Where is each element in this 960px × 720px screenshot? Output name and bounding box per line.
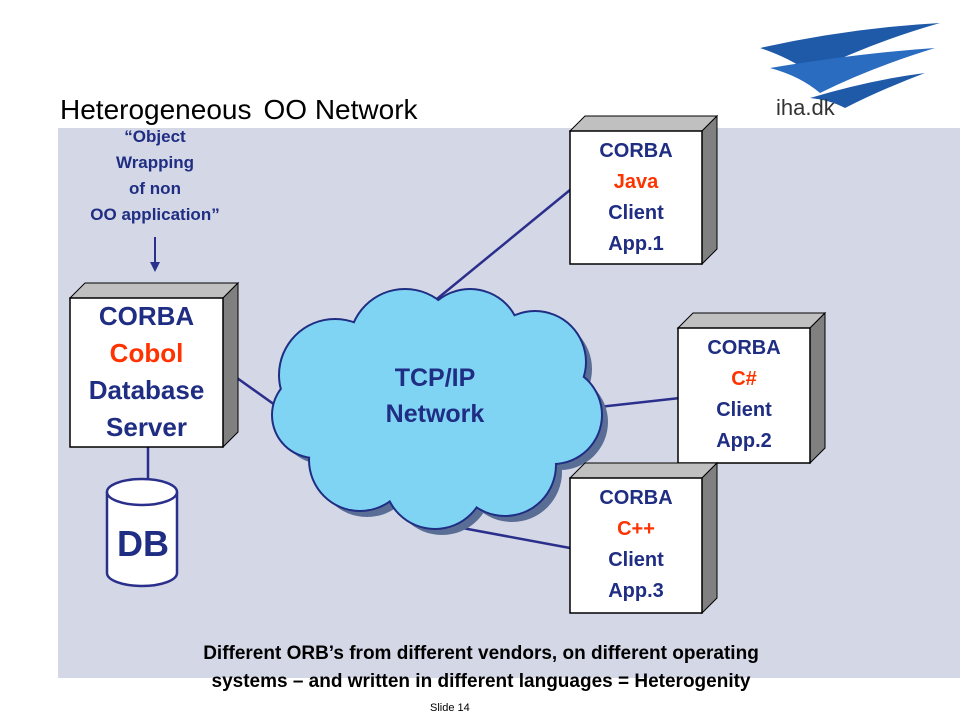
client-line-1: CORBA xyxy=(599,487,673,509)
network-cloud xyxy=(273,290,601,528)
server-line-3: Database xyxy=(88,375,205,405)
client-label-java: CORBA Java Client App.1 xyxy=(570,136,702,260)
title-word-1: Heterogeneous xyxy=(60,94,252,125)
network-label: TCP/IP Network xyxy=(340,360,530,432)
client-line-3: Client xyxy=(608,549,664,571)
iha-logo xyxy=(760,23,940,108)
slide-number: Slide 14 xyxy=(430,702,470,714)
client-line-4: App.1 xyxy=(608,233,664,255)
client-line-1: CORBA xyxy=(707,337,781,359)
note-arrow-head xyxy=(150,262,160,272)
db-label: DB xyxy=(117,523,169,564)
client-box-csharp xyxy=(677,327,811,464)
network-line-2: Network xyxy=(385,400,485,428)
client-box-cpp xyxy=(569,477,703,614)
client-line-1: CORBA xyxy=(599,140,673,162)
client-language: Java xyxy=(613,171,659,193)
note-line: OO application” xyxy=(90,205,220,224)
server-box xyxy=(69,297,224,448)
logo-text: iha.dk xyxy=(776,95,835,120)
note-line: “Object xyxy=(124,127,186,146)
server-language: Cobol xyxy=(109,338,184,368)
client-language: C# xyxy=(731,368,757,390)
wrapping-note: “Object Wrapping of non OO application” xyxy=(60,124,250,228)
client-box-java xyxy=(569,130,703,265)
page-title: Heterogeneous OO Network xyxy=(60,94,418,126)
client-label-cpp: CORBA C++ Client App.3 xyxy=(570,483,702,607)
bottom-caption: Different ORB’s from different vendors, … xyxy=(86,640,876,696)
client-label-csharp: CORBA C# Client App.2 xyxy=(678,333,810,457)
note-line: Wrapping xyxy=(115,153,195,172)
client-language: C++ xyxy=(617,518,655,540)
client-line-4: App.2 xyxy=(716,430,772,452)
server-line-4: Server xyxy=(106,412,187,442)
server-label: CORBA Cobol Database Server xyxy=(70,298,223,446)
server-line-1: CORBA xyxy=(98,301,195,331)
client-line-3: Client xyxy=(608,202,664,224)
title-word-2: OO Network xyxy=(263,94,418,125)
link-java xyxy=(431,189,571,304)
client-line-4: App.3 xyxy=(608,580,664,602)
client-line-3: Client xyxy=(716,399,772,421)
db-cylinder xyxy=(105,492,179,588)
note-line: of non xyxy=(129,179,181,198)
caption-line-1: Different ORB’s from different vendors, … xyxy=(203,643,759,664)
network-line-1: TCP/IP xyxy=(394,364,476,392)
caption-line-2: systems – and written in different langu… xyxy=(211,671,751,692)
